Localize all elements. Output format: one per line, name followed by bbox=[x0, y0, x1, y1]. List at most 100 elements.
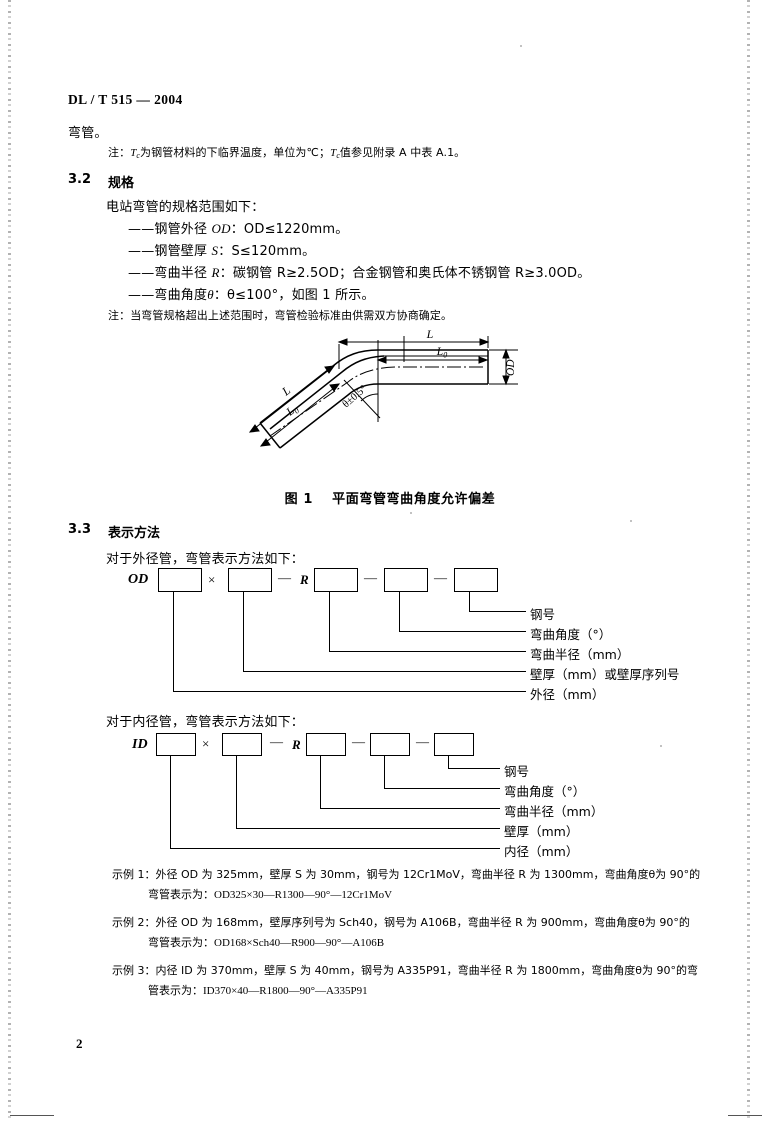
spec-item-theta: ——弯曲角度θ：θ≤100°，如图 1 所示。 bbox=[128, 284, 375, 303]
example-1-line-1: 示例 1：外径 OD 为 325mm，壁厚 S 为 30mm，钢号为 12Cr1… bbox=[112, 866, 700, 882]
section-3-3-od-lead: 对于外径管，弯管表示方法如下： bbox=[106, 552, 305, 567]
dim-L-incl-arrow-up bbox=[324, 365, 336, 374]
od-notation-box-steel-grade[interactable] bbox=[454, 568, 498, 592]
od-leader-steel-grade-horizontal bbox=[469, 611, 526, 613]
spec-item-symbol: OD bbox=[211, 221, 231, 236]
scan-artifact-bottom-left-mark bbox=[10, 1115, 54, 1116]
id-notation-box-bend-angle[interactable] bbox=[370, 733, 410, 756]
figure-label-OD: OD bbox=[505, 359, 517, 376]
id-leader-bend-angle-horizontal bbox=[384, 788, 500, 790]
example-1-prefix: 弯管表示为： bbox=[148, 888, 214, 901]
dim-L0-incl-arrow-up bbox=[329, 383, 341, 392]
spec-item-label: 弯曲半径 bbox=[154, 266, 212, 281]
pipe-bend-inner-upper bbox=[269, 355, 385, 430]
id-leader-bend-angle-vertical bbox=[384, 756, 386, 789]
note-symbol-tc-1: T bbox=[130, 147, 137, 159]
id-leader-inner-diameter-horizontal bbox=[170, 848, 500, 850]
dim-L-incl-line bbox=[249, 365, 335, 433]
od-leader-steel-grade-vertical bbox=[469, 592, 471, 612]
example-3-title: 示例 3： bbox=[112, 964, 156, 977]
carryover-text: 弯管。 bbox=[68, 126, 108, 141]
od-leader-outer-diameter-vertical bbox=[173, 592, 175, 692]
id-notation-box-bend-radius[interactable] bbox=[306, 733, 346, 756]
spec-item-od: ——钢管外径 OD：OD≤1220mm。 bbox=[128, 218, 348, 237]
id-callout-wall-thickness: 壁厚（mm） bbox=[504, 824, 579, 839]
id-notation-box-inner-diameter[interactable] bbox=[156, 733, 196, 756]
id-leader-wall-thickness-horizontal bbox=[236, 828, 500, 830]
section-3-2-note: 注：当弯管规格超出上述范围时，弯管检验标准由供需双方协商确定。 bbox=[108, 309, 453, 322]
page-number: 2 bbox=[76, 1036, 83, 1051]
angle-inclined-leg bbox=[343, 379, 381, 419]
id-leader-wall-thickness-vertical bbox=[236, 756, 238, 829]
note-symbol-tc-2: T bbox=[330, 147, 337, 159]
id-leader-steel-grade-horizontal bbox=[448, 768, 500, 770]
example-3-prefix: 管表示为： bbox=[148, 984, 203, 997]
od-leader-wall-thickness-horizontal bbox=[243, 671, 526, 673]
example-3-line-2: 管表示为：ID370×40—R1800—90°—A335P91 bbox=[148, 982, 368, 998]
od-notation-box-bend-angle[interactable] bbox=[384, 568, 428, 592]
spec-item-dash: —— bbox=[128, 244, 155, 259]
od-callout-wall-thickness: 壁厚（mm）或壁厚序列号 bbox=[530, 667, 680, 682]
example-1-title: 示例 1： bbox=[112, 868, 156, 881]
scan-speck bbox=[660, 745, 662, 747]
id-callout-steel-grade: 钢号 bbox=[504, 764, 530, 779]
od-leader-wall-thickness-vertical bbox=[243, 592, 245, 672]
example-2-code: OD168×Sch40—R900—90°—A106B bbox=[214, 937, 385, 949]
figure-label-L: L bbox=[426, 327, 434, 341]
example-2-line-2: 弯管表示为：OD168×Sch40—R900—90°—A106B bbox=[148, 934, 384, 950]
note-symbol-tc-2-sub: c bbox=[336, 151, 340, 161]
note-middle: 为钢管材料的下临界温度，单位为℃； bbox=[140, 146, 331, 159]
od-notation-r-symbol: R bbox=[300, 572, 309, 587]
example-2-prefix: 弯管表示为： bbox=[148, 936, 214, 949]
dim-L-incl-arrow-down bbox=[248, 424, 260, 433]
od-notation-box-outer-diameter[interactable] bbox=[158, 568, 202, 592]
od-callout-bend-angle: 弯曲角度（°） bbox=[530, 627, 612, 642]
figure-label-L0: L0 bbox=[436, 346, 447, 360]
spec-item-value: ：OD≤1220mm。 bbox=[230, 222, 349, 237]
example-2-title: 示例 2： bbox=[112, 916, 156, 929]
running-head-standard-code: DL / T 515 — 2004 bbox=[68, 92, 183, 107]
id-callout-bend-angle: 弯曲角度（°） bbox=[504, 784, 586, 799]
id-leader-bend-radius-vertical bbox=[320, 756, 322, 809]
example-1-code: OD325×30—R1300—90°—12Cr1MoV bbox=[214, 889, 393, 901]
od-callout-outer-diameter: 外径（mm） bbox=[530, 687, 605, 702]
spec-item-dash: —— bbox=[128, 288, 155, 303]
id-leader-bend-radius-horizontal bbox=[320, 808, 500, 810]
note-critical-temperature: 注：Tc为钢管材料的下临界温度，单位为℃；Tc值参见附录 A 中表 A.1。 bbox=[108, 144, 465, 160]
spec-item-value: ：碳钢管 R≥2.5OD；合金钢管和奥氏体不锈钢管 R≥3.0OD。 bbox=[219, 266, 591, 281]
spec-item-dash: —— bbox=[128, 222, 155, 237]
dim-L-arrow-right bbox=[479, 338, 490, 346]
section-3-2-lead: 电站弯管的规格范围如下： bbox=[106, 200, 265, 215]
dim-L0-arrow-left bbox=[376, 356, 387, 364]
od-leader-bend-angle-vertical bbox=[399, 592, 401, 632]
figure-caption-number: 图 1 bbox=[284, 492, 314, 507]
section-3-3-number: 3.3 bbox=[68, 522, 92, 537]
spec-item-value: ：θ≤100°，如图 1 所示。 bbox=[213, 288, 375, 303]
id-notation-dash-1: — bbox=[270, 734, 283, 749]
id-notation-box-steel-grade[interactable] bbox=[434, 733, 474, 756]
spec-item-s: ——钢管壁厚 S：S≤120mm。 bbox=[128, 240, 315, 259]
id-callout-bend-radius: 弯曲半径（mm） bbox=[504, 804, 604, 819]
spec-item-label: 钢管外径 bbox=[154, 222, 212, 237]
scan-speck bbox=[410, 512, 412, 514]
section-3-3-id-lead: 对于内径管，弯管表示方法如下： bbox=[106, 715, 305, 730]
od-callout-steel-grade: 钢号 bbox=[530, 607, 556, 622]
dim-L-arrow-left bbox=[337, 338, 348, 346]
note-tail: 值参见附录 A 中表 A.1。 bbox=[339, 146, 466, 159]
spec-item-value: ：S≤120mm。 bbox=[218, 244, 316, 259]
spec-item-label: 钢管壁厚 bbox=[154, 244, 212, 259]
od-notation-dash-1: — bbox=[278, 570, 291, 585]
dim-L0-incl-line bbox=[260, 383, 340, 447]
id-notation-box-wall-thickness[interactable] bbox=[222, 733, 262, 756]
dim-L0-arrow-right bbox=[478, 356, 489, 364]
example-2-text: 外径 OD 为 168mm，壁厚序列号为 Sch40，钢号为 A106B，弯曲半… bbox=[155, 916, 690, 929]
section-3-3-title: 表示方法 bbox=[108, 526, 161, 541]
od-notation-box-bend-radius[interactable] bbox=[314, 568, 358, 592]
scan-artifact-bottom-right-mark bbox=[728, 1115, 762, 1116]
od-notation-box-wall-thickness[interactable] bbox=[228, 568, 272, 592]
id-leader-steel-grade-vertical bbox=[448, 756, 450, 769]
example-3-code: ID370×40—R1800—90°—A335P91 bbox=[203, 985, 368, 997]
od-notation-prefix: OD bbox=[128, 572, 149, 587]
